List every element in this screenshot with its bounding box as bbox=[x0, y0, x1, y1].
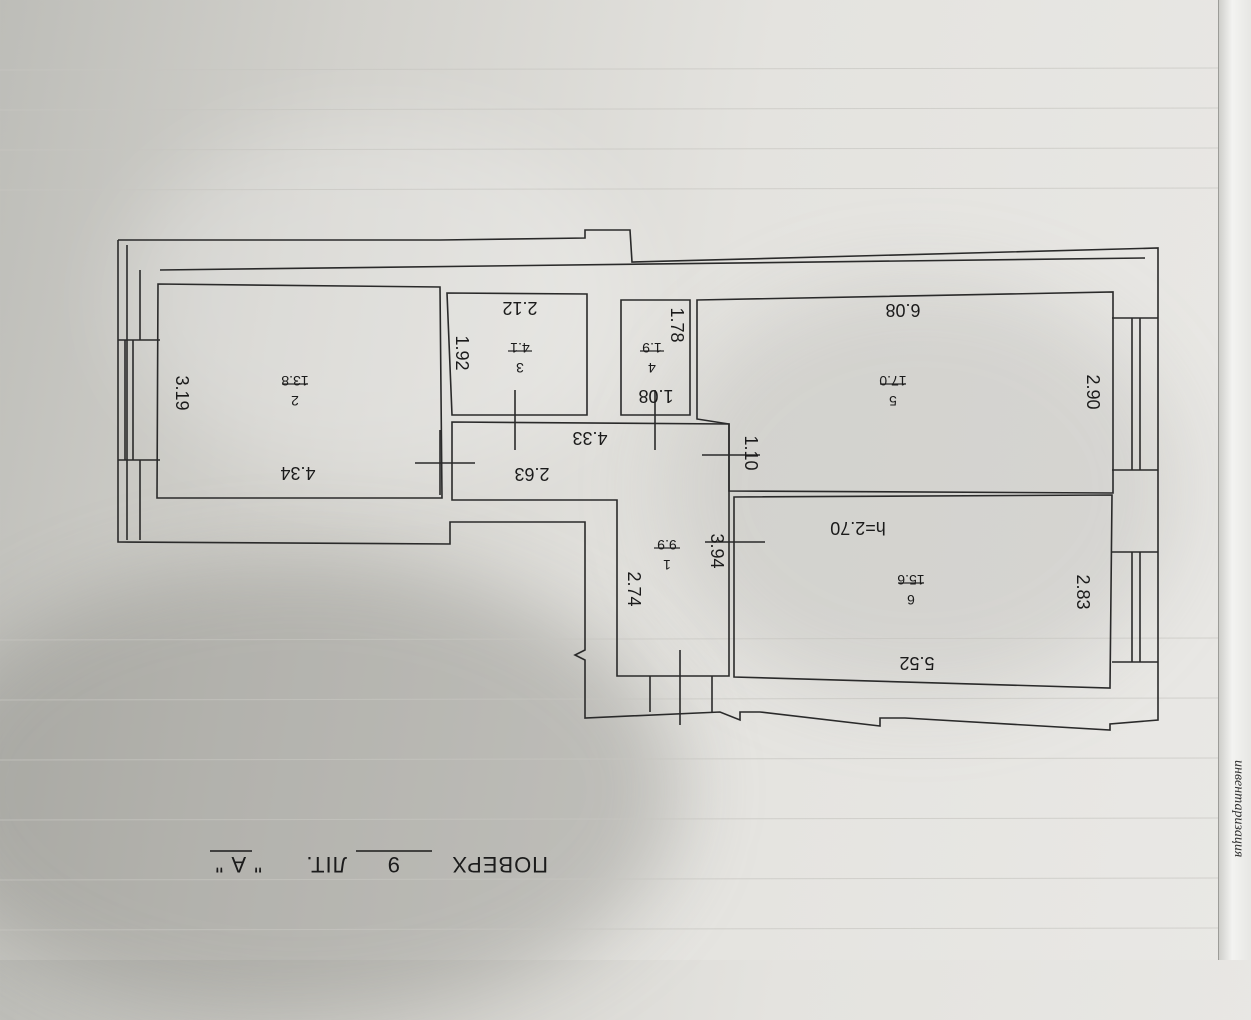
room-3-outline bbox=[446, 292, 588, 416]
room-3-label: 3 4.1 bbox=[510, 340, 530, 376]
dim-r3-length: 2.12 bbox=[502, 298, 537, 318]
svg-text:17.0: 17.0 bbox=[879, 373, 906, 389]
dim-r5-width: 2.90 bbox=[1083, 374, 1103, 409]
outer-wall bbox=[117, 229, 1159, 731]
dim-corridor-b: 2.63 bbox=[514, 464, 549, 484]
dim-corridor-c: 1.10 bbox=[741, 435, 761, 470]
svg-text:9: 9 bbox=[387, 852, 400, 877]
window-left bbox=[118, 339, 160, 461]
svg-text:ЛІТ.: ЛІТ. bbox=[305, 852, 347, 877]
room-5-label: 5 17.0 bbox=[879, 373, 906, 409]
window-right-top bbox=[1112, 317, 1158, 471]
binder-label: инвентаризация bbox=[1231, 760, 1246, 858]
svg-text:15.6: 15.6 bbox=[897, 572, 924, 588]
room-1-label: 1 9.9 bbox=[657, 537, 677, 573]
room-4-label: 4 1.9 bbox=[642, 340, 662, 376]
dim-corridor-a: 4.33 bbox=[572, 428, 607, 448]
dim-corridor-d: 3.94 bbox=[707, 533, 727, 568]
svg-text:9.9: 9.9 bbox=[657, 537, 677, 553]
svg-text:" А ": " А " bbox=[214, 852, 262, 877]
dim-r3-width: 1.92 bbox=[452, 335, 472, 370]
room-2-outline bbox=[156, 283, 443, 499]
dim-r4-length: 1.08 bbox=[638, 386, 673, 406]
dim-r6-length: 5.52 bbox=[899, 653, 934, 673]
svg-text:6: 6 bbox=[907, 592, 915, 608]
room-1-outline bbox=[451, 421, 730, 677]
floor-plan: 2 13.8 3 4.1 4 1.9 5 17.0 6 15.6 1 9.9 3… bbox=[117, 229, 1159, 877]
dim-r4-width: 1.78 bbox=[667, 307, 687, 342]
svg-text:5: 5 bbox=[889, 393, 897, 409]
room-4-outline bbox=[620, 299, 691, 416]
svg-text:4.1: 4.1 bbox=[510, 340, 530, 356]
dim-r2-length: 4.34 bbox=[280, 463, 315, 483]
room-6-outline bbox=[733, 494, 1113, 689]
dim-r2-width: 3.19 bbox=[172, 375, 192, 410]
room-6-label: 6 15.6 bbox=[897, 572, 924, 608]
floor-title: ПОВЕРХ 9 ЛІТ. " А " bbox=[210, 850, 548, 877]
window-right-bottom bbox=[1112, 551, 1158, 663]
dim-r5-length: 6.08 bbox=[885, 300, 920, 320]
svg-text:13.8: 13.8 bbox=[281, 373, 308, 389]
entrance-door bbox=[649, 650, 713, 725]
folder-binder-edge bbox=[1218, 0, 1251, 960]
svg-text:1.9: 1.9 bbox=[642, 340, 662, 356]
svg-text:3: 3 bbox=[516, 360, 524, 376]
svg-text:1: 1 bbox=[663, 557, 671, 573]
svg-text:ПОВЕРХ: ПОВЕРХ bbox=[451, 852, 548, 877]
ceiling-height: h=2.70 bbox=[830, 518, 886, 538]
dim-r6-width: 2.83 bbox=[1073, 574, 1093, 609]
room-2-label: 2 13.8 bbox=[281, 373, 308, 409]
svg-text:4: 4 bbox=[648, 360, 656, 376]
svg-text:2: 2 bbox=[291, 393, 299, 409]
dim-corridor-e: 2.74 bbox=[624, 571, 644, 606]
